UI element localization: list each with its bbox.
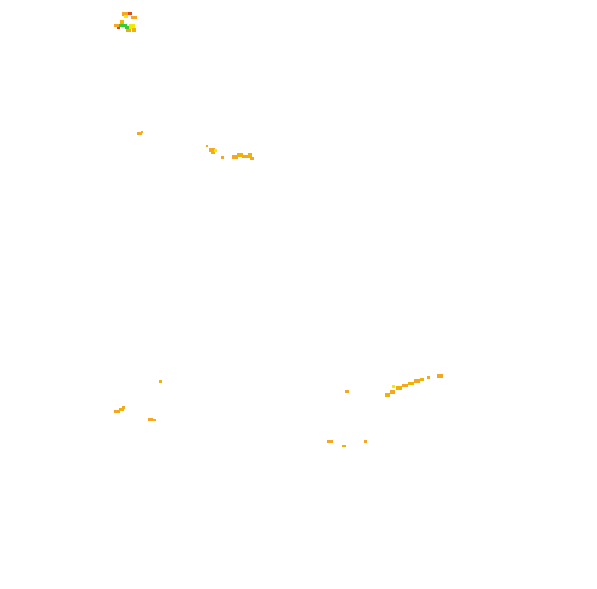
- raster-cell: [131, 16, 137, 19]
- raster-cell: [129, 24, 135, 29]
- raster-cell: [122, 406, 125, 409]
- raster-cell: [392, 385, 395, 388]
- raster-cell: [250, 157, 254, 160]
- raster-cell: [122, 12, 128, 16]
- raster-cell: [232, 155, 238, 159]
- raster-cell: [327, 440, 333, 443]
- raster-cell: [114, 24, 120, 27]
- raster-cell: [148, 418, 153, 421]
- raster-cell: [119, 24, 127, 27]
- raster-cell: [159, 380, 162, 383]
- raster-cell: [242, 155, 248, 158]
- cluster-top-left: [114, 12, 137, 32]
- raster-cell: [120, 20, 124, 24]
- raster-cell: [437, 374, 443, 378]
- raster-cell: [385, 393, 390, 397]
- raster-cell: [126, 29, 131, 32]
- raster-cell: [414, 379, 420, 383]
- raster-cell: [345, 390, 349, 393]
- raster-cell: [364, 440, 367, 443]
- raster-cell: [209, 148, 215, 152]
- raster-cell: [132, 28, 136, 32]
- raster-cell: [214, 149, 217, 152]
- cluster-upper-small: [137, 131, 143, 135]
- cluster-upper-center: [206, 145, 254, 160]
- raster-cell: [114, 410, 120, 413]
- raster-cell: [211, 151, 215, 154]
- cluster-lower-left: [114, 380, 162, 421]
- cluster-bottom-center: [327, 440, 367, 447]
- raster-cell: [221, 156, 224, 159]
- raster-cell: [248, 153, 252, 158]
- raster-cell: [153, 419, 156, 421]
- raster-cell: [408, 382, 414, 385]
- raster-cell: [396, 386, 402, 390]
- raster-cell: [342, 445, 346, 447]
- raster-cell: [402, 384, 408, 387]
- raster-cell: [237, 153, 243, 157]
- raster-cell: [390, 390, 395, 394]
- raster-cell: [117, 27, 120, 29]
- raster-cell: [124, 15, 128, 18]
- raster-cell: [141, 131, 143, 133]
- cluster-lower-right: [345, 374, 443, 397]
- raster-cell: [137, 132, 142, 135]
- raster-cell: [125, 26, 131, 29]
- raster-cell: [119, 408, 124, 411]
- raster-cell: [206, 145, 208, 147]
- raster-cell: [427, 376, 430, 379]
- raster-cell: [420, 378, 424, 381]
- raster-cell: [128, 12, 132, 15]
